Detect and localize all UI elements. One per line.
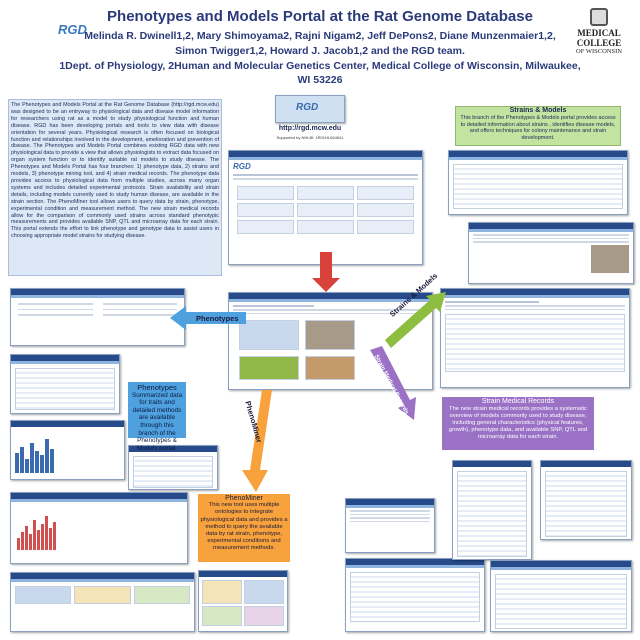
medical-records-arrow <box>370 346 416 420</box>
portal-home-screenshot <box>228 292 433 390</box>
strain-data-screenshot <box>540 460 632 540</box>
affiliation-line-2: WI 53226 <box>297 74 343 86</box>
authors-line-2: Simon Twigger1,2, Howard J. Jacob1,2 and… <box>175 45 465 57</box>
rgd-home-screenshot: RGD <box>228 150 423 265</box>
phenominer-body: This new tool uses multiple ontologies t… <box>200 502 288 552</box>
medical-records-list-screenshot <box>345 498 435 553</box>
phenotypes-description: Phenotypes Summarized data for traits an… <box>128 382 186 452</box>
strains-models-title: Strains & Models <box>509 107 567 114</box>
mcw-seal-icon <box>590 8 608 26</box>
phenotype-data-screenshot <box>10 354 120 414</box>
poster-title: Phenotypes and Models Portal at the Rat … <box>107 8 533 25</box>
phenominer-arrow <box>242 390 272 492</box>
mcw-logo-line-2: OF WISCONSIN <box>576 48 622 55</box>
red-arrow <box>312 252 340 292</box>
strains-models-description: Strains & Models This branch of the Phen… <box>455 106 621 146</box>
medical-records-body: The new strain medical records provides … <box>448 405 588 440</box>
site-url-link[interactable]: http://rgd.mcw.edu <box>278 125 342 132</box>
rgd-logo: RGD <box>58 22 87 37</box>
phenotype-table-screenshot <box>128 445 218 490</box>
authors-line-1: Melinda R. Dwinell1,2, Mary Shimoyama2, … <box>84 30 556 42</box>
medical-record-detail-screenshot <box>345 558 485 632</box>
affiliation-line-1: 1Dept. of Physiology, 2Human and Molecul… <box>59 60 581 72</box>
strain-report-screenshot <box>440 288 630 388</box>
snp-qtl-screenshot <box>490 560 632 632</box>
phenotypes-arrow-label: Phenotypes <box>196 314 239 323</box>
medical-records-compare-screenshot <box>452 460 532 560</box>
phenotypes-body: Summarized data for traits and detailed … <box>131 391 183 452</box>
intro-text: The Phenotypes and Models Portal at the … <box>8 99 222 276</box>
phenominer-title: PhenoMiner <box>225 495 263 502</box>
phenominer-selection-screenshot <box>198 570 288 632</box>
strains-models-body: This branch of the Phenotypes & Models p… <box>460 114 616 142</box>
medical-records-title: Strain Medical Records <box>481 398 555 405</box>
rgd-banner-image: RGD <box>275 95 345 123</box>
mcw-logo-line-1: MEDICAL COLLEGE <box>576 28 622 48</box>
supported-by-text: Supported by NHLBI: 1R01HL064541 <box>276 135 344 140</box>
mcw-logo: MEDICAL COLLEGE OF WISCONSIN <box>566 8 632 60</box>
phenotypes-title: Phenotypes <box>137 383 177 392</box>
phenominer-results-screenshot <box>10 492 188 564</box>
phenominer-description: PhenoMiner This new tool uses multiple o… <box>198 494 290 562</box>
phenotype-chart-screenshot <box>10 420 125 480</box>
disease-model-screenshot <box>468 222 634 284</box>
strain-list-screenshot <box>448 150 628 215</box>
medical-records-description: Strain Medical Records The new strain me… <box>442 397 594 450</box>
phenominer-query-screenshot <box>10 572 195 632</box>
phenotypes-arrow <box>170 306 246 330</box>
phenotype-ontology-screenshot <box>10 288 185 346</box>
strains-arrow <box>385 292 446 348</box>
